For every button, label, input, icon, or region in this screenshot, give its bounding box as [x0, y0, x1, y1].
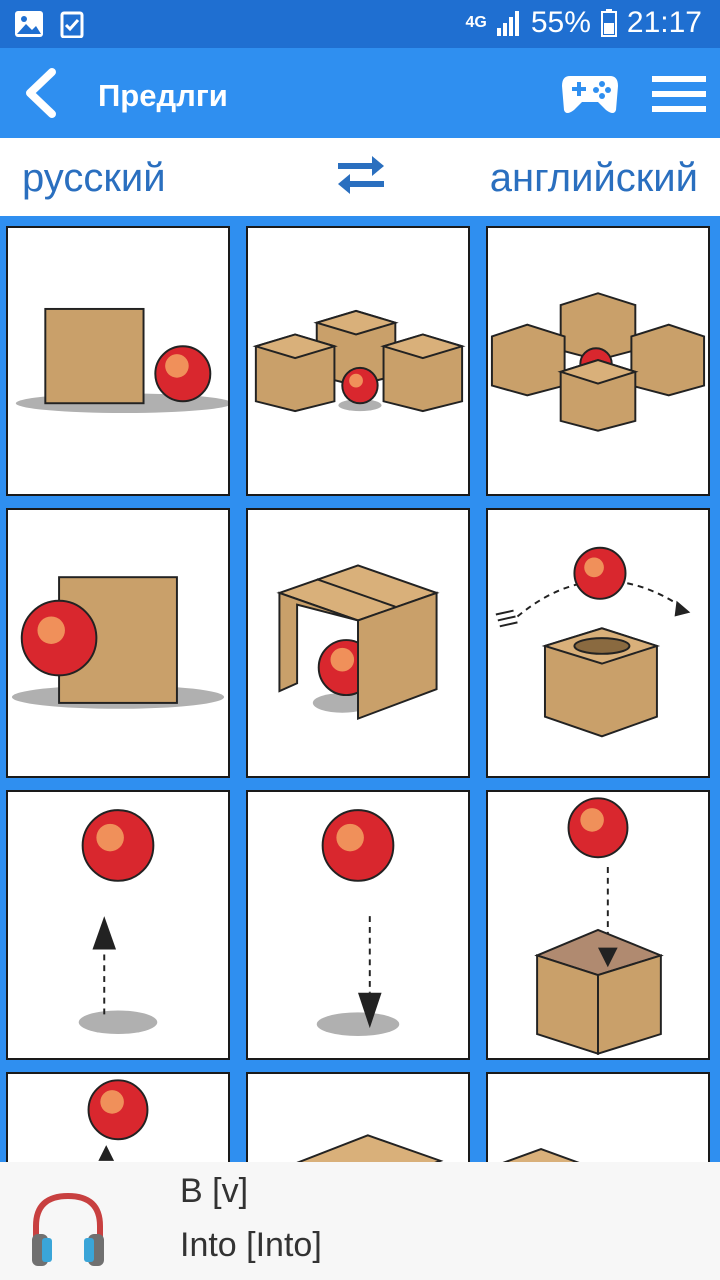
- headphones-icon[interactable]: [26, 1186, 110, 1270]
- audio-player: В [v] Into [Into]: [0, 1162, 720, 1280]
- language-bar: русский английский: [0, 138, 720, 216]
- swap-icon[interactable]: [332, 152, 390, 198]
- preposition-grid: [0, 216, 720, 1162]
- network-type: 4G: [465, 14, 487, 31]
- over-illustration: [495, 546, 691, 738]
- card-partial-box[interactable]: [246, 1072, 470, 1162]
- card-next-to[interactable]: [6, 226, 230, 496]
- gamepad-icon[interactable]: [560, 70, 620, 116]
- partial-ball-illustration: [87, 1079, 149, 1161]
- word-source: В [v]: [180, 1172, 249, 1210]
- card-into[interactable]: [486, 790, 710, 1060]
- up-illustration: [78, 809, 158, 1035]
- between-illustration: [252, 309, 466, 413]
- menu-icon[interactable]: [652, 74, 706, 114]
- into-illustration: [534, 797, 664, 1056]
- under-illustration: [276, 564, 440, 721]
- word-translation: Into [Into]: [180, 1226, 322, 1264]
- app-bar: Предлги: [0, 48, 720, 138]
- battery-icon: [600, 9, 617, 37]
- card-down[interactable]: [246, 790, 470, 1060]
- card-among[interactable]: [486, 226, 710, 496]
- page-title: Предлги: [98, 78, 228, 113]
- card-up[interactable]: [6, 790, 230, 1060]
- target-language[interactable]: английский: [489, 156, 698, 200]
- gallery-icon: [15, 11, 43, 37]
- card-between[interactable]: [246, 226, 470, 496]
- clipboard-check-icon: [60, 11, 84, 38]
- back-icon[interactable]: [18, 66, 68, 120]
- card-under[interactable]: [246, 508, 470, 778]
- card-partial-box-2[interactable]: [486, 1072, 710, 1162]
- source-language[interactable]: русский: [22, 156, 166, 200]
- battery-percent: 55%: [530, 6, 591, 39]
- partial-box-illustration: [296, 1134, 444, 1162]
- signal-icon: [496, 11, 519, 36]
- next-to-illustration: [15, 307, 228, 414]
- down-illustration: [316, 809, 400, 1036]
- clock: 21:17: [626, 6, 702, 39]
- in-front-of-illustration: [11, 576, 225, 709]
- card-over[interactable]: [486, 508, 710, 778]
- card-partial-ball[interactable]: [6, 1072, 230, 1162]
- card-in-front-of[interactable]: [6, 508, 230, 778]
- status-bar: 4G 55% 21:17: [0, 0, 720, 48]
- partial-box-illustration-2: [502, 1148, 580, 1162]
- among-illustration: [490, 292, 706, 432]
